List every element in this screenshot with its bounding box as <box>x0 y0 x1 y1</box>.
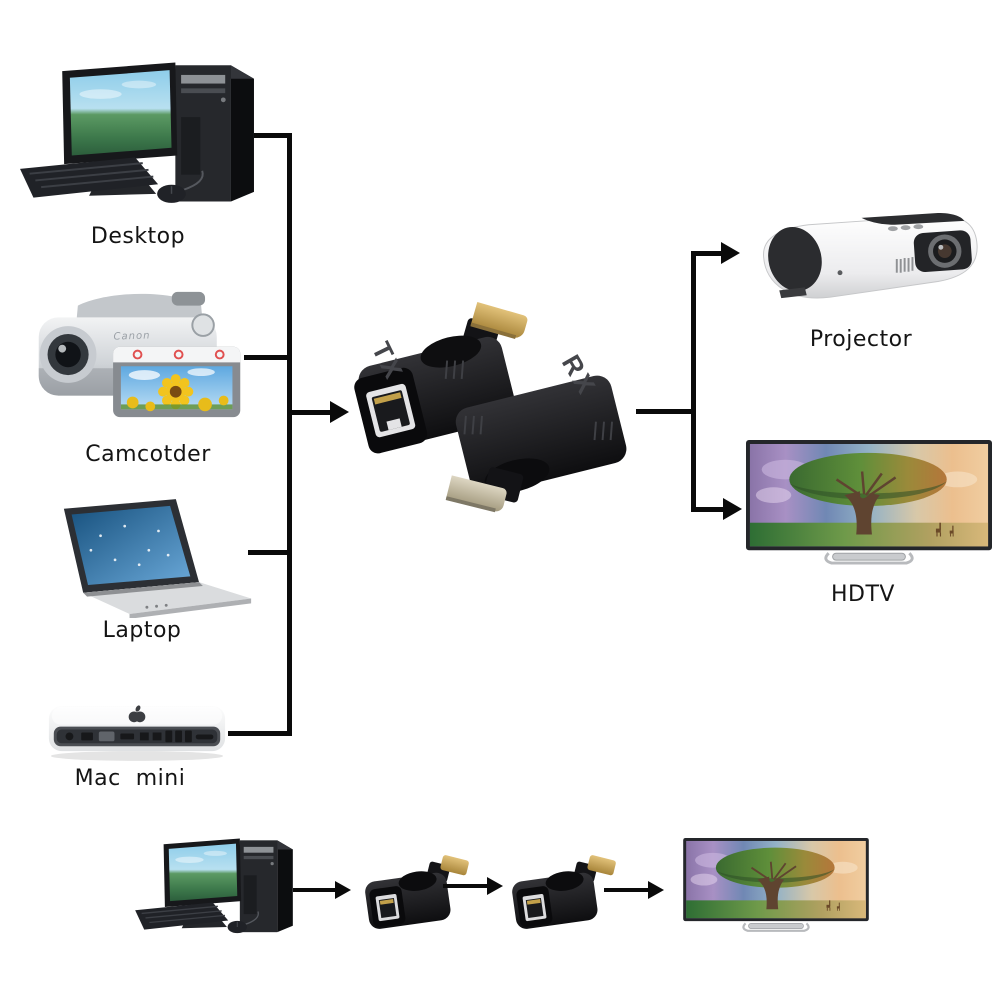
projector-label: Projector <box>809 327 913 352</box>
arrow-to-projector-shaft <box>691 251 723 256</box>
hdtv-illustration <box>746 440 992 565</box>
right-bus-line <box>691 251 696 512</box>
mini-hdtv-illustration <box>683 838 869 932</box>
mini-arrowhead-2-icon <box>487 877 503 895</box>
connector-laptop-line <box>248 550 289 555</box>
camcorder-brand-text: Canon <box>113 330 151 343</box>
connector-mac-mini-line <box>228 731 292 736</box>
laptop-illustration <box>63 499 252 618</box>
desktop-label: Desktop <box>90 224 186 249</box>
desktop-illustration <box>19 61 255 204</box>
arrow-bus-to-tx-shaft <box>290 410 330 415</box>
connector-camcorder-line <box>244 355 289 360</box>
mac-mini-illustration <box>48 704 226 761</box>
projector-illustration <box>760 212 979 300</box>
laptop-label: Laptop <box>102 618 182 643</box>
mini-desktop-illustration <box>134 837 294 934</box>
mini-tx-adapter-illustration <box>363 854 470 931</box>
mac-mini-label: Mac mini <box>74 766 186 791</box>
arrow-to-hdtv-shaft <box>691 507 725 512</box>
arrowhead-to-tx-icon <box>330 401 349 423</box>
camcorder-illustration <box>37 290 242 419</box>
connector-rx-out-line <box>636 409 696 414</box>
mini-arrowhead-1-icon <box>335 881 351 899</box>
rx-adapter-illustration <box>445 371 632 515</box>
connector-desktop-line <box>254 133 292 138</box>
camcorder-label: Camcotder <box>85 442 211 467</box>
mini-rx-adapter-illustration <box>510 854 617 931</box>
mini-arrow-3-shaft <box>604 888 650 892</box>
arrowhead-to-hdtv-icon <box>723 498 742 520</box>
mini-arrow-1-shaft <box>293 888 337 892</box>
hdtv-label: HDTV <box>831 582 895 607</box>
mini-arrow-2-shaft <box>443 884 489 888</box>
left-bus-line <box>287 133 292 736</box>
arrowhead-to-projector-icon <box>721 242 740 264</box>
mini-arrowhead-3-icon <box>648 881 664 899</box>
